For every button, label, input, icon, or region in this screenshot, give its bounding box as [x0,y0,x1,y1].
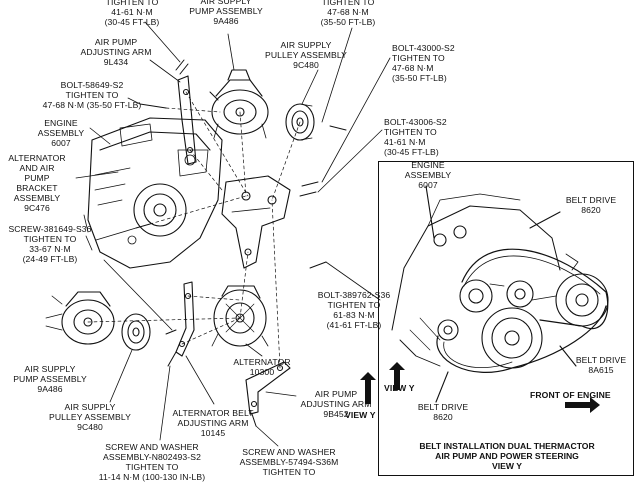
inset-label-belt-drive-8620-bottom: BELT DRIVE 8620 [417,402,469,422]
air-supply-pump-top-drawing [211,69,269,139]
inset-belt-routing-drawing [391,185,609,403]
label-air-pump-adjusting-arm-top: AIR PUMP ADJUSTING ARM 9L434 [80,37,152,67]
label-air-supply-pump-top: AIR SUPPLY PUMP ASSEMBLY 9A486 [189,0,263,26]
alternator-belt-adjusting-arm-drawing [175,281,195,357]
air-supply-pump-bottom-drawing [45,291,115,345]
label-bolt-43000: BOLT-43000-S2 TIGHTEN TO 47-68 N·m (35-5… [392,43,455,83]
label-alternator-belt-arm: ALTERNATOR BELT ADJUSTING ARM 10145 [172,408,254,438]
engine-block-drawing [83,117,223,269]
label-bolt-43006: BOLT-43006-S2 TIGHTEN TO 41-61 N·m (30-4… [384,117,447,157]
label-main-view-y: VIEW Y [345,410,376,420]
inset-belt-installation-panel [378,161,634,476]
inset-label-belt-drive-8620-top: BELT DRIVE 8620 [565,195,617,215]
label-bolt-389762: BOLT-389762-S36 TIGHTEN TO 61-83 N·m (41… [317,290,391,330]
alternator-bracket-drawing [221,175,291,269]
label-air-supply-pump-bottom: AIR SUPPLY PUMP ASSEMBLY 9A486 [13,364,87,394]
label-bolt-58649: BOLT-58649-S2 TIGHTEN TO 47-68 N·m (35-5… [42,80,142,110]
air-supply-pulley-top-drawing [285,103,315,141]
inset-label-view-y: VIEW Y [384,383,415,393]
inset-caption: BELT INSTALLATION DUAL THERMACTOR AIR PU… [419,441,595,471]
air-pump-adjusting-arm-bottom-drawing [245,361,291,415]
label-screw-washer-57494: SCREW AND WASHER ASSEMBLY-57494-S36M TIG… [239,447,339,477]
label-air-pump-adjusting-arm-bottom: AIR PUMP ADJUSTING ARM 9B452 [300,389,372,419]
air-supply-pulley-bottom-drawing [121,313,151,351]
label-alternator: ALTERNATOR 10300 [233,357,291,377]
label-air-supply-pulley-top: AIR SUPPLY PULLEY ASSEMBLY 9C480 [265,40,347,70]
label-screw-washer-n802493: SCREW AND WASHER ASSEMBLY-N802493-S2 TIG… [98,442,206,482]
label-screw-381649: SCREW-381649-S36 TIGHTEN TO 33-67 N·m (2… [8,224,92,264]
inset-label-engine-assembly: ENGINE ASSEMBLY 6007 [404,160,452,190]
label-alternator-bracket: ALTERNATOR AND AIR PUMP BRACKET ASSEMBLY… [8,153,66,213]
air-pump-adjusting-arm-top-drawing [177,75,197,165]
label-engine-assembly-left: ENGINE ASSEMBLY 6007 [37,118,85,148]
inset-label-front-of-engine: FRONT OF ENGINE [530,390,611,400]
label-air-supply-pulley-bottom: AIR SUPPLY PULLEY ASSEMBLY 9C480 [49,402,131,432]
inset-label-belt-drive-8a615: BELT DRIVE 8A615 [575,355,627,375]
label-tighten-top-left: TIGHTEN TO 41-61 N·m (30-45 FT-LB) [104,0,160,27]
label-tighten-top-center: TIGHTEN TO 47-68 N·m (35-50 FT-LB) [320,0,376,27]
